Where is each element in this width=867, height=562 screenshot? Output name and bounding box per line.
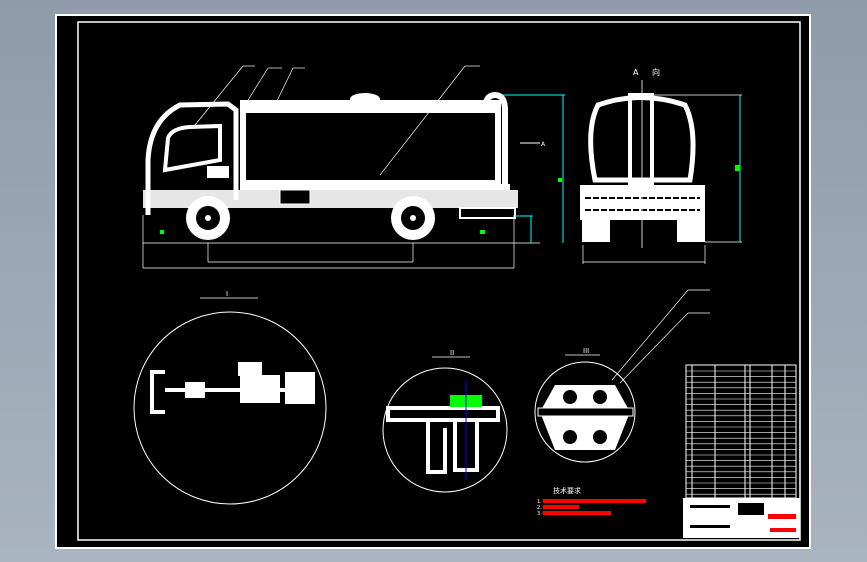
detail-view-1: I — [133, 290, 327, 505]
truck-rear-view: A 向 — [580, 67, 742, 264]
detail-view-3: III — [534, 289, 710, 463]
detail-2-label: II — [450, 349, 454, 357]
rear-view-label: A — [633, 68, 639, 77]
drawing-frame — [77, 21, 801, 541]
view-arrow-label: A — [541, 141, 546, 148]
parts-list-table — [685, 364, 797, 499]
detail-1-label: I — [226, 290, 228, 298]
truck-side-view: A — [142, 65, 565, 269]
detail-3-label: III — [583, 347, 589, 355]
title-block — [683, 498, 800, 538]
rear-view-suffix: 向 — [652, 67, 660, 77]
tech-requirements-title: 技术要求 — [553, 486, 581, 495]
detail-view-2: II — [382, 349, 508, 493]
svg-text:2.: 2. — [537, 505, 542, 511]
svg-text:1.: 1. — [537, 499, 542, 505]
technical-requirements: 技术要求 1. 2. 3. — [537, 486, 646, 517]
svg-text:3.: 3. — [537, 511, 542, 517]
